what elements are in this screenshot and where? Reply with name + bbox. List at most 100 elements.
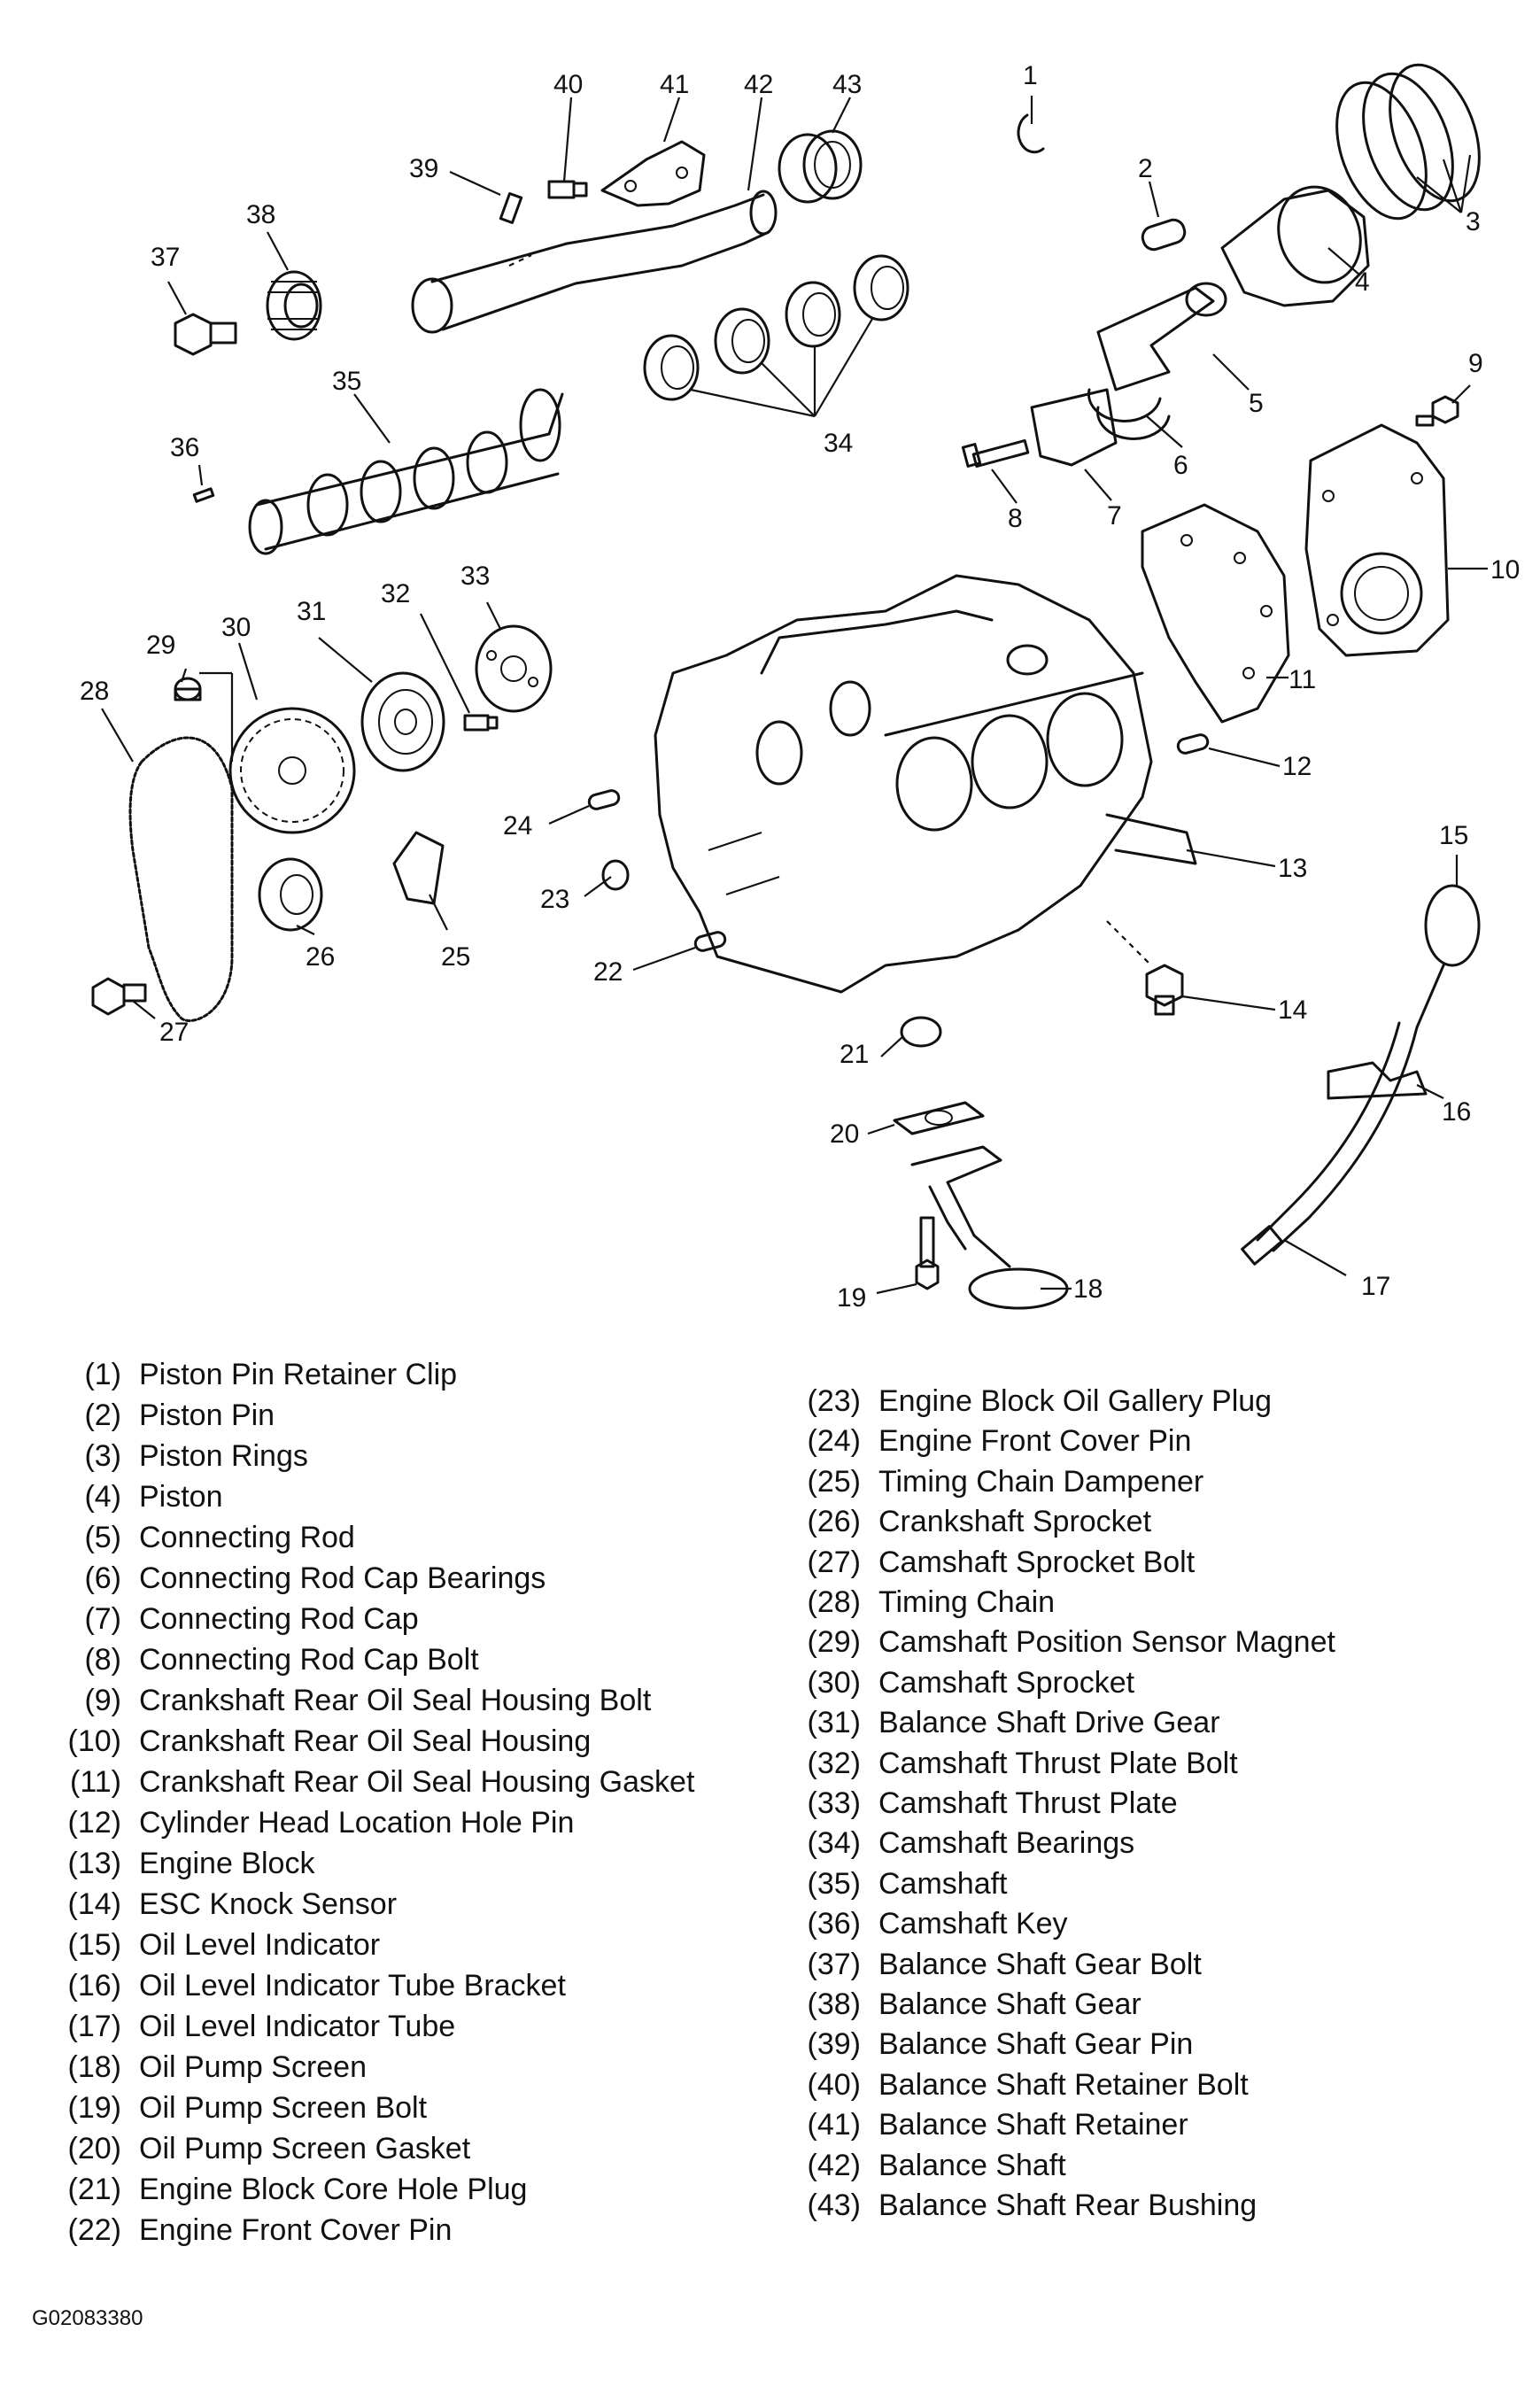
- legend-item: (34)Camshaft Bearings: [779, 1826, 1135, 1861]
- legend-item: (7) Connecting Rod Cap: [40, 1602, 419, 1636]
- legend-item: (32) Camshaft Thrust Plate Bolt: [779, 1748, 1238, 1778]
- balance-shaft: [411, 190, 778, 334]
- legend-item-name: Camshaft Sprocket Bolt: [878, 1545, 1196, 1579]
- legend-item-name: Engine Block Core Hole Plug: [139, 2173, 528, 2206]
- legend-item: (2)Piston Pin: [40, 1400, 275, 1430]
- piston-pin-retainer-clip: [1017, 113, 1045, 154]
- connecting-rod-cap-bearings: [1087, 388, 1171, 440]
- balance-shaft-gear-pin: [499, 192, 523, 224]
- legend-item-number: (26): [807, 1505, 861, 1539]
- legend-item-name: Balance Shaft Rear Bushing: [878, 2188, 1258, 2222]
- callout-5: 5: [1249, 389, 1264, 418]
- legend-item-number: (34): [807, 1826, 861, 1861]
- crankshaft-rear-oil-seal-housing-bolt: [1415, 395, 1459, 427]
- connecting-rod-cap-bolt: [961, 438, 1030, 469]
- callout-35: 35: [332, 367, 361, 396]
- legend-item: (14)ESC Knock Sensor: [40, 1889, 398, 1919]
- legend-item-number: (24): [807, 1424, 861, 1459]
- balance-shaft-gear: [266, 270, 322, 341]
- legend-item-number: (7): [84, 1602, 121, 1636]
- legend-item-number: (28): [807, 1585, 861, 1619]
- legend-item: (42)Balance Shaft: [779, 2150, 1066, 2181]
- legend-item: (29)Camshaft Position Sensor Magnet: [779, 1627, 1335, 1657]
- legend-item: (19)Oil Pump Screen Bolt: [40, 2091, 428, 2125]
- legend-item-name: Oil Pump Screen Gasket: [139, 2132, 471, 2165]
- legend-item: (30)Camshaft Sprocket: [779, 1665, 1135, 1700]
- callout-17: 17: [1361, 1272, 1390, 1301]
- legend-item: (13)Engine Block: [40, 1848, 315, 1879]
- legend-item-name: Piston Rings: [139, 1439, 308, 1473]
- oil-level-indicator: [1415, 884, 1481, 1029]
- legend-item-name: Balance Shaft Gear Pin: [878, 2027, 1194, 2062]
- balance-shaft-rear-bushing: [778, 129, 863, 204]
- callout-37: 37: [151, 243, 180, 272]
- crankshaft-sprocket: [258, 857, 323, 932]
- legend-item-number: (30): [807, 1665, 861, 1700]
- legend-item-name: Piston Pin: [139, 1398, 275, 1432]
- callout-7: 7: [1107, 501, 1122, 531]
- legend-item-name: Camshaft Thrust Plate Bolt: [878, 1746, 1238, 1780]
- legend-item-name: Connecting Rod Cap: [139, 1602, 419, 1636]
- camshaft-sprocket: [228, 707, 356, 834]
- legend-item: (8)Connecting Rod Cap Bolt: [40, 1645, 478, 1675]
- legend-item: (9)Crankshaft Rear Oil Seal Housing Bolt: [40, 1685, 651, 1716]
- timing-chain: [128, 736, 234, 1022]
- esc-knock-sensor: [1106, 920, 1184, 1016]
- legend-item-number: (31): [807, 1706, 861, 1740]
- legend-item-number: (1): [84, 1358, 121, 1391]
- legend-item-number: (21): [67, 2173, 121, 2206]
- callout-1: 1: [1023, 61, 1038, 90]
- legend-item-name: Balance Shaft Drive Gear: [878, 1706, 1220, 1740]
- legend-item: (20) Oil Pump Screen Gasket: [40, 2132, 471, 2165]
- callout-27: 27: [159, 1018, 189, 1047]
- legend-item-name: Crankshaft Rear Oil Seal Housing Bolt: [139, 1684, 652, 1717]
- callout-20: 20: [830, 1119, 859, 1149]
- legend-item-number: (25): [807, 1464, 861, 1499]
- legend-item: (39)Balance Shaft Gear Pin: [779, 2027, 1194, 2062]
- legend-item-number: (37): [807, 1947, 861, 1981]
- callout-36: 36: [170, 433, 199, 462]
- legend-item: (11)Crankshaft Rear Oil Seal Housing Gas…: [40, 1767, 694, 1797]
- callout-13: 13: [1278, 854, 1307, 883]
- callout-14: 14: [1278, 995, 1307, 1025]
- legend-item-number: (16): [67, 1969, 121, 2003]
- legend-item-number: (27): [807, 1545, 861, 1579]
- callout-30: 30: [221, 613, 251, 642]
- piston-pin: [1141, 218, 1187, 252]
- callout-21: 21: [840, 1040, 869, 1069]
- legend-item-name: Engine Block Oil Gallery Plug: [878, 1384, 1273, 1418]
- legend-item-number: (32): [807, 1746, 861, 1780]
- legend-item-name: Balance Shaft: [878, 2148, 1066, 2182]
- oil-pump-screen-gasket: [893, 1101, 985, 1135]
- legend-item-name: Balance Shaft Retainer Bolt: [878, 2067, 1249, 2102]
- callout-4: 4: [1355, 267, 1370, 297]
- connecting-rod: [1096, 282, 1227, 391]
- legend-item: (16)Oil Level Indicator Tube Bracket: [40, 1971, 566, 2001]
- legend-item-number: (35): [807, 1866, 861, 1901]
- legend-item: (15)Oil Level Indicator: [40, 1930, 381, 1960]
- legend-item-number: (20): [67, 2132, 121, 2165]
- legend-item-name: Balance Shaft Gear: [878, 1987, 1141, 2021]
- legend-item-number: (22): [67, 2213, 121, 2247]
- legend-item: (43)Balance Shaft Rear Bushing: [779, 2188, 1258, 2222]
- oil-level-indicator-tube-bracket: [1327, 1061, 1428, 1100]
- legend-item: (22)Engine Front Cover Pin: [40, 2213, 453, 2247]
- piston: [1220, 185, 1370, 307]
- legend-item-name: Piston Pin Retainer Clip: [139, 1358, 458, 1391]
- callout-40: 40: [553, 70, 583, 99]
- legend-item-number: (41): [807, 2108, 861, 2142]
- legend-item-name: Camshaft Thrust Plate: [878, 1786, 1178, 1820]
- legend-item: (33)Camshaft Thrust Plate: [779, 1788, 1178, 1818]
- legend-item-name: Crankshaft Rear Oil Seal Housing: [139, 1724, 592, 1758]
- callout-numbers: 1 2 3 4 5 6 7 8 9 10 11 12 13 14 15 16 1…: [80, 61, 1520, 1313]
- legend-item-name: Connecting Rod Cap Bearings: [139, 1561, 546, 1595]
- legend-item-name: Camshaft Position Sensor Magnet: [878, 1625, 1335, 1660]
- camshaft-thrust-plate: [475, 624, 553, 713]
- camshaft-key: [192, 487, 215, 503]
- legend-item-name: Oil Pump Screen Bolt: [139, 2091, 428, 2125]
- legend-item-number: (6): [84, 1561, 121, 1595]
- legend-item-name: Oil Pump Screen: [139, 2050, 367, 2084]
- legend-item: (31) Balance Shaft Drive Gear: [779, 1708, 1220, 1738]
- legend-item-name: Connecting Rod: [139, 1521, 355, 1554]
- callout-9: 9: [1468, 349, 1483, 378]
